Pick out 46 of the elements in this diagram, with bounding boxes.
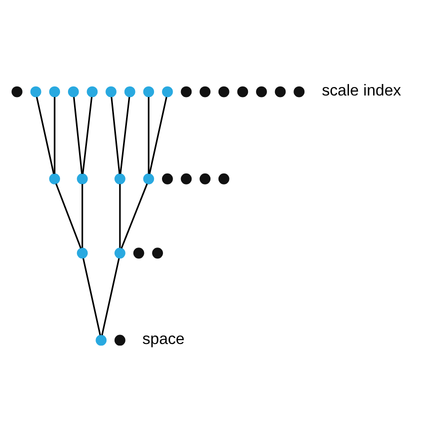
connector: [120, 183, 148, 249]
node-circle: [114, 173, 126, 184]
connector: [36, 96, 54, 174]
label: scale index: [322, 82, 402, 100]
label: space: [142, 330, 185, 348]
connector: [55, 183, 82, 249]
connector: [110, 96, 120, 174]
node-circle: [12, 86, 22, 98]
node-circle: [49, 173, 60, 184]
connector: [73, 96, 83, 174]
node-circle: [114, 334, 126, 346]
node-circle: [114, 248, 126, 259]
connector: [148, 97, 150, 174]
connector: [82, 184, 84, 248]
node-circle: [133, 248, 144, 259]
connector: [101, 258, 120, 336]
node-circle: [143, 86, 154, 98]
node-circle: [200, 86, 210, 98]
node-circle: [237, 86, 248, 98]
node-circle: [218, 173, 230, 184]
node-circle: [162, 173, 173, 184]
node-circle: [162, 86, 173, 98]
node-circle: [218, 86, 230, 98]
connector: [148, 96, 168, 174]
node-circle: [86, 86, 98, 98]
connector: [82, 96, 93, 174]
connector: [54, 97, 56, 174]
node-circle: [76, 248, 88, 259]
node-circle: [143, 173, 154, 184]
node-circle: [256, 86, 267, 98]
connector: [119, 184, 121, 248]
node-circle: [180, 173, 192, 184]
node-circle: [30, 86, 42, 98]
node-circle: [106, 86, 116, 98]
connector: [120, 96, 130, 174]
node-circle: [124, 86, 136, 98]
node-circle: [96, 334, 107, 346]
node-circle: [68, 86, 79, 98]
node-circle: [200, 173, 210, 184]
node-circle: [274, 86, 286, 98]
node-circle: [76, 173, 88, 184]
connector: [82, 258, 101, 336]
node-circle: [152, 248, 163, 259]
node-circle: [180, 86, 192, 98]
node-circle: [49, 86, 60, 98]
node-circle: [294, 86, 305, 98]
